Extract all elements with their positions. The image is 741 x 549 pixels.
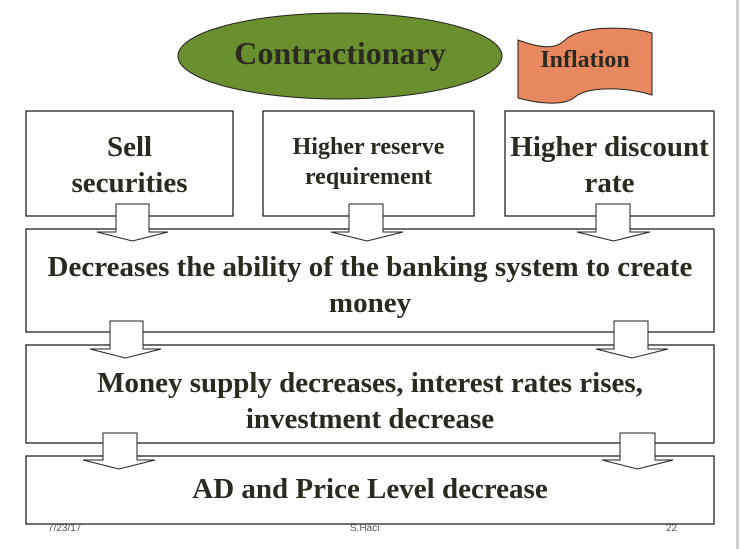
step-label: AD and Price Level decrease — [192, 472, 548, 505]
down-arrow-icon — [82, 432, 156, 470]
inflation-banner — [517, 27, 653, 104]
step-label: Money supply decreases, interest rates r… — [97, 366, 643, 435]
footer-author: S.Haci — [350, 523, 380, 534]
down-arrow-icon — [601, 432, 674, 470]
footer-page: 22 — [666, 523, 678, 534]
down-arrow-icon — [330, 203, 404, 242]
footer-date: 7/23/17 — [48, 523, 82, 534]
box-money-supply — [25, 344, 715, 444]
tool-label: Higher discount rate — [510, 130, 709, 199]
step-label: Decreases the ability of the banking sys… — [47, 250, 693, 319]
tool-label: Sell securities — [71, 130, 188, 199]
box-ad-price — [25, 455, 715, 525]
tool-label: Higher reserve requirement — [292, 134, 445, 190]
box-discount-rate — [504, 110, 715, 217]
down-arrow-icon — [96, 203, 169, 242]
title-text: Contractionary — [234, 35, 446, 71]
slide-edge — [736, 0, 739, 549]
down-arrow-icon — [595, 320, 669, 359]
title-ellipse — [177, 12, 503, 100]
banner-text: Inflation — [540, 47, 630, 73]
down-arrow-icon — [89, 320, 162, 359]
down-arrow-icon — [576, 203, 651, 242]
box-reserve-requirement — [262, 110, 475, 217]
